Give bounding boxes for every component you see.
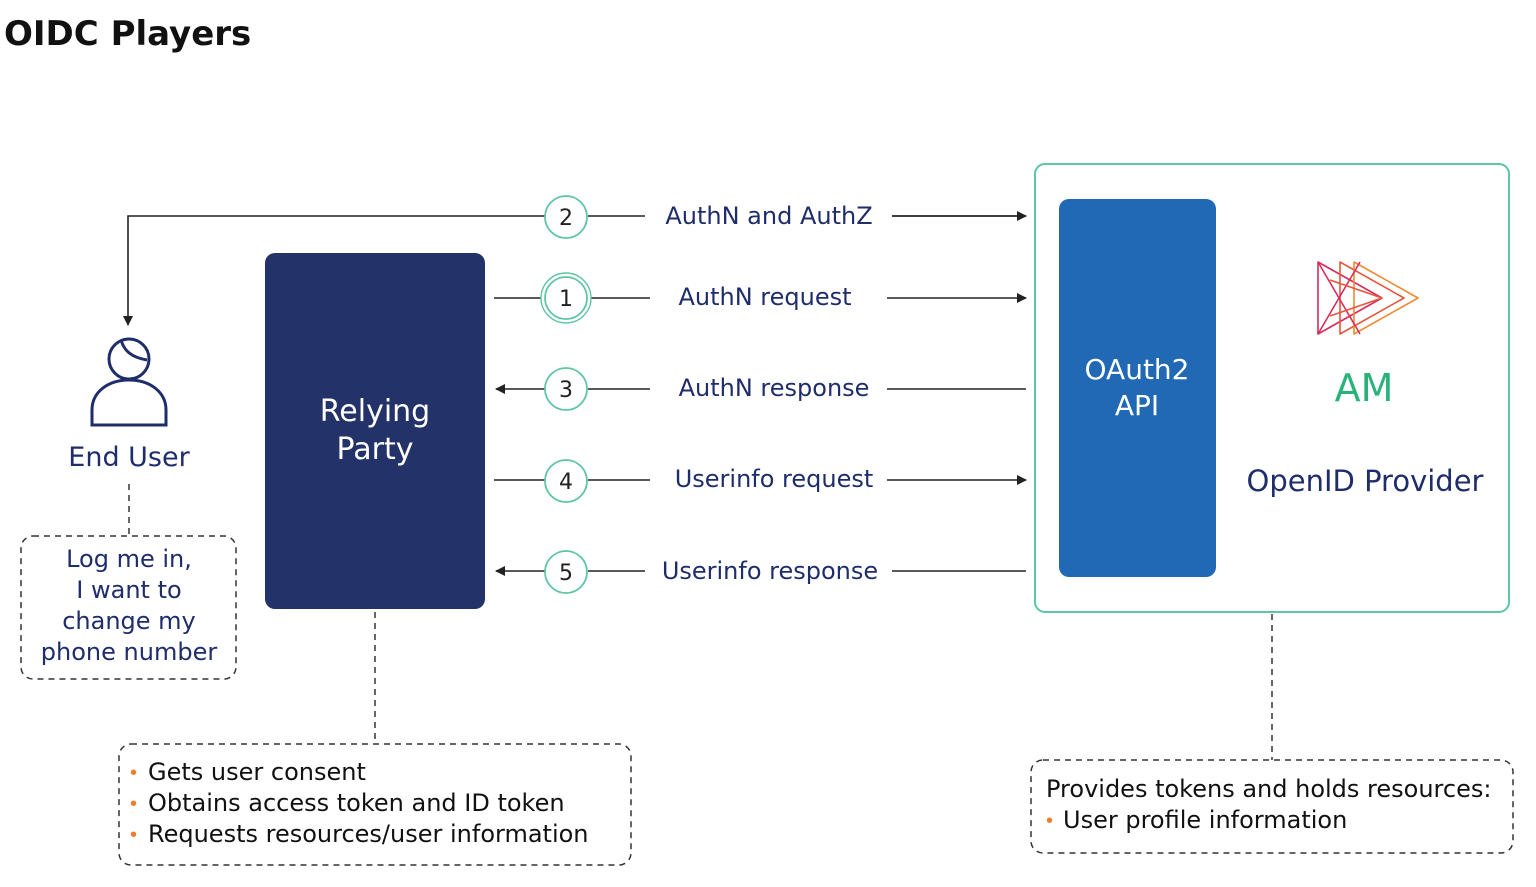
relying-party-label-line1: Relying xyxy=(320,394,430,429)
rp-note-2: Obtains access token and ID token xyxy=(148,789,565,817)
quote-line-4: phone number xyxy=(41,638,218,666)
step-circle-1 xyxy=(544,276,588,320)
bullet-dot: • xyxy=(1046,810,1053,832)
oauth2-api-label-line1: OAuth2 xyxy=(1085,353,1190,386)
provider-notes-box xyxy=(1030,759,1514,854)
step-circle-2 xyxy=(544,195,588,239)
end-user-quote-box xyxy=(20,535,237,680)
step-circle-3 xyxy=(544,367,588,411)
step-circle-5 xyxy=(544,550,588,594)
flow-authn-request: 1 AuthN request xyxy=(494,272,1027,324)
step-number-1: 1 xyxy=(559,287,573,312)
step-number-5: 5 xyxy=(559,561,573,586)
openid-provider-label: OpenID Provider xyxy=(1247,464,1484,498)
am-logo-icon xyxy=(1317,261,1419,335)
bullet-dot: • xyxy=(130,762,137,784)
quote-line-3: change my xyxy=(62,607,196,635)
flow-label-authn-request: AuthN request xyxy=(678,283,851,311)
step-circle-4 xyxy=(544,459,588,503)
quote-line-1: Log me in, xyxy=(66,545,192,573)
end-user-label: End User xyxy=(68,442,190,473)
rp-note-1: Gets user consent xyxy=(148,758,366,786)
relying-party-label-line2: Party xyxy=(337,432,414,467)
flow-userinfo-request: 4 Userinfo request xyxy=(494,459,1027,503)
user-icon xyxy=(90,337,168,427)
quote-line-2: I want to xyxy=(76,576,181,604)
relying-party-box xyxy=(265,253,485,609)
oauth2-api-box xyxy=(1059,199,1216,577)
flow-authn-response: 3 AuthN response xyxy=(495,367,1026,411)
step-number-4: 4 xyxy=(559,470,573,495)
bullet-dot: • xyxy=(130,793,137,815)
page-title: OIDC Players xyxy=(4,14,251,54)
bullet-dot: • xyxy=(130,824,137,846)
step-number-2: 2 xyxy=(559,206,573,231)
flow-label-authn-response: AuthN response xyxy=(679,374,870,402)
flow-authn-authz: 2 AuthN and AuthZ xyxy=(123,195,1027,326)
rp-note-3: Requests resources/user information xyxy=(148,820,589,848)
relying-party-notes-box xyxy=(118,743,632,866)
step-number-3: 3 xyxy=(559,378,573,403)
flow-label-userinfo-request: Userinfo request xyxy=(675,465,874,493)
provider-notes-heading: Provides tokens and holds resources: xyxy=(1046,775,1491,803)
am-brand-label: AM xyxy=(1335,366,1394,410)
flow-label-authn-authz: AuthN and AuthZ xyxy=(665,202,872,230)
flow-label-userinfo-response: Userinfo response xyxy=(662,557,878,585)
oauth2-api-label-line2: API xyxy=(1115,389,1159,422)
flow-userinfo-response: 5 Userinfo response xyxy=(495,550,1026,594)
provider-note-1: User profile information xyxy=(1063,806,1347,834)
